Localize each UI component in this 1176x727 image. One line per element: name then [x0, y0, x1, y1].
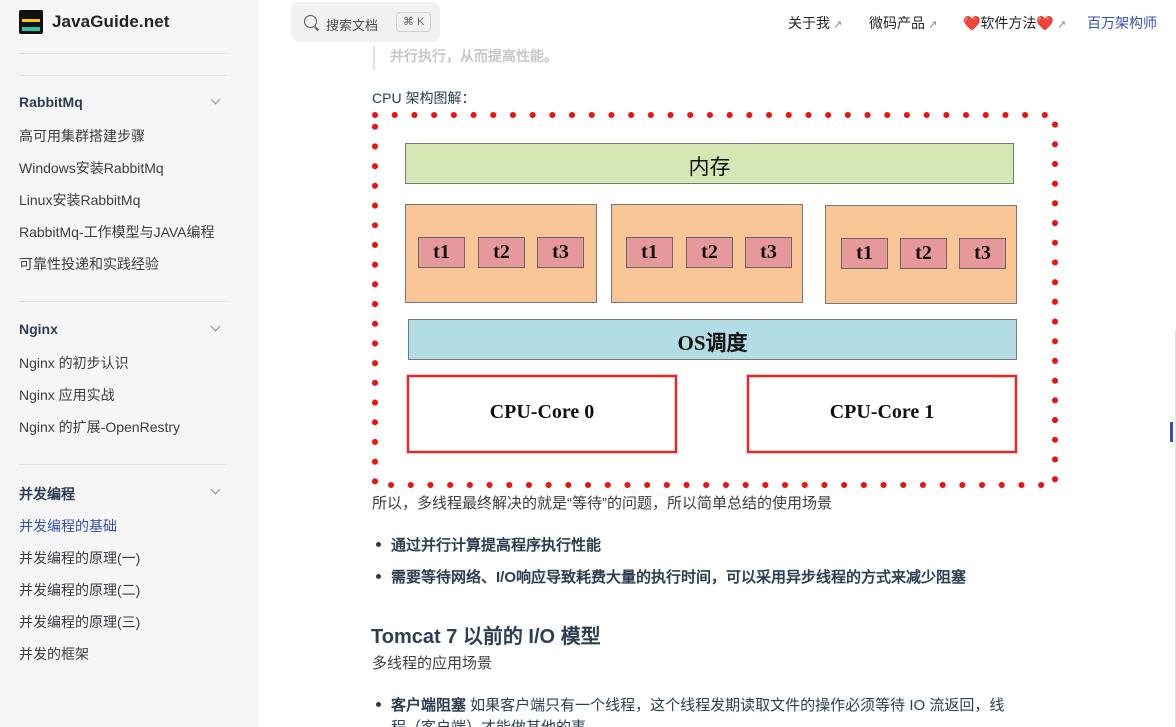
cpu-architecture-diagram: 内存 t1 t2 t3 t1 t2 t3 t1 t2 t3 OS调度 CPU-C… — [371, 109, 1061, 488]
external-link-icon: ↗ — [1056, 19, 1067, 31]
sidebar-item[interactable]: 可靠性投递和实践经验 — [19, 256, 159, 272]
os-scheduler-box — [408, 319, 1017, 360]
blockquote: 并行执行，从而提高性能。 — [373, 46, 673, 70]
sidebar-group-rabbitmq[interactable]: RabbitMq — [19, 94, 83, 110]
list-item-continuation: 程（客户端）才能做其他的事 — [391, 716, 586, 727]
sidebar-item[interactable]: Nginx 应用实战 — [19, 387, 115, 403]
paragraph: 所以，多线程最终解决的就是“等待”的问题，所以简单总结的使用场景 — [372, 495, 832, 512]
section-heading: Tomcat 7 以前的 I/O 模型 — [371, 626, 601, 648]
search-icon — [304, 15, 317, 28]
external-link-icon: ↗ — [833, 19, 843, 31]
nav-software-method[interactable]: ❤️软件方法❤️↗ — [963, 13, 1066, 33]
site-title: JavaGuide.net — [52, 12, 170, 31]
sidebar-item[interactable]: 并发的框架 — [19, 646, 89, 662]
sidebar-group-nginx[interactable]: Nginx — [19, 321, 58, 337]
thread-box — [841, 238, 888, 269]
cpu-core-0-box — [406, 374, 678, 454]
sidebar-item[interactable]: 并发编程的原理(二) — [19, 582, 141, 598]
list-item: 通过并行计算提高程序执行性能 — [376, 534, 601, 555]
dotted-border — [372, 112, 1058, 488]
chevron-down-icon[interactable] — [211, 96, 221, 106]
nav-label: 关于我 — [788, 15, 830, 31]
thread-box — [418, 237, 465, 268]
thread-box — [626, 237, 673, 268]
sidebar-item-active[interactable]: 并发编程的基础 — [19, 518, 117, 534]
list-item-text: 如果客户端只有一个线程，这个线程发期读取文件的操作必须等待 IO 流返回，线 — [466, 697, 1005, 714]
cpu-core-0-label: CPU-Core 0 — [489, 401, 595, 423]
list-item-text: 通过并行计算提高程序执行性能 — [391, 537, 602, 554]
sidebar: JavaGuide.net RabbitMq 高可用集群搭建步骤 Windows… — [0, 0, 259, 727]
logo-image — [19, 10, 43, 34]
search-placeholder: 搜索文档 — [326, 18, 379, 33]
chevron-down-icon[interactable] — [211, 486, 221, 496]
sidebar-group-concurrency[interactable]: 并发编程 — [19, 486, 75, 502]
sidebar-item[interactable]: Nginx 的扩展-OpenRestry — [19, 419, 181, 435]
search-button[interactable]: 搜索文档 ⌘ K — [291, 2, 440, 42]
thread-label: t1 — [856, 242, 873, 264]
list-item: 客户端阻塞 如果客户端只有一个线程，这个线程发期读取文件的操作必须等待 IO 流… — [376, 694, 1004, 715]
diagram-svg — [372, 112, 1058, 488]
nav-architect[interactable]: 百万架构师 — [1087, 15, 1157, 31]
thread-box — [900, 238, 947, 269]
list-item-bold: 客户端阻塞 — [391, 697, 467, 714]
thread-label: t3 — [760, 241, 777, 263]
chevron-down-icon[interactable] — [211, 323, 221, 333]
toc-indicator — [1170, 422, 1173, 442]
thread-box — [686, 237, 733, 268]
sidebar-item[interactable]: 高可用集群搭建步骤 — [19, 128, 145, 144]
os-scheduler-label: OS调度 — [677, 331, 748, 355]
thread-label: t2 — [701, 241, 718, 263]
sidebar-item[interactable]: 并发编程的原理(三) — [19, 614, 141, 630]
thread-box — [745, 237, 792, 268]
site-logo[interactable]: JavaGuide.net — [19, 10, 170, 34]
thread-box — [537, 237, 584, 268]
nav-label: 微码产品 — [869, 15, 925, 31]
diagram-caption: CPU 架构图解： — [372, 90, 476, 106]
sidebar-item[interactable]: Windows安装RabbitMq — [19, 160, 164, 176]
sidebar-divider — [19, 301, 227, 302]
nav-products[interactable]: 微码产品↗ — [869, 13, 937, 33]
memory-box — [405, 143, 1014, 184]
paragraph: 多线程的应用场景 — [372, 655, 493, 672]
list-item-text: 需要等待网络、I/O响应导致耗费大量的执行时间，可以采用异步线程的方式来减少阻塞 — [391, 569, 967, 586]
thread-box — [478, 237, 525, 268]
thread-label: t2 — [493, 241, 510, 263]
thread-label: t2 — [915, 242, 932, 264]
list-item: 需要等待网络、I/O响应导致耗费大量的执行时间，可以采用异步线程的方式来减少阻塞 — [376, 566, 966, 587]
sidebar-divider — [19, 53, 227, 54]
cpu-core-1-label: CPU-Core 1 — [829, 401, 935, 423]
nav-label: ❤️软件方法❤️ — [963, 15, 1054, 31]
nav-about[interactable]: 关于我↗ — [788, 13, 842, 33]
thread-label: t3 — [974, 242, 991, 264]
sidebar-divider — [19, 75, 227, 76]
search-shortcut: ⌘ K — [396, 12, 432, 32]
thread-label: t1 — [641, 241, 658, 263]
blockquote-text: 并行执行，从而提高性能。 — [390, 48, 558, 64]
sidebar-item[interactable]: Linux安装RabbitMq — [19, 192, 141, 208]
thread-box — [959, 238, 1006, 269]
thread-label: t1 — [433, 241, 450, 263]
memory-label: 内存 — [688, 155, 731, 179]
sidebar-item[interactable]: Nginx 的初步认识 — [19, 355, 129, 371]
external-link-icon: ↗ — [928, 19, 938, 31]
thread-label: t3 — [552, 241, 569, 263]
cpu-core-1-box — [746, 374, 1018, 454]
sidebar-item[interactable]: 并发编程的原理(一) — [19, 550, 141, 566]
sidebar-divider — [19, 464, 227, 465]
sidebar-item[interactable]: RabbitMq-工作模型与JAVA编程 — [19, 224, 215, 240]
